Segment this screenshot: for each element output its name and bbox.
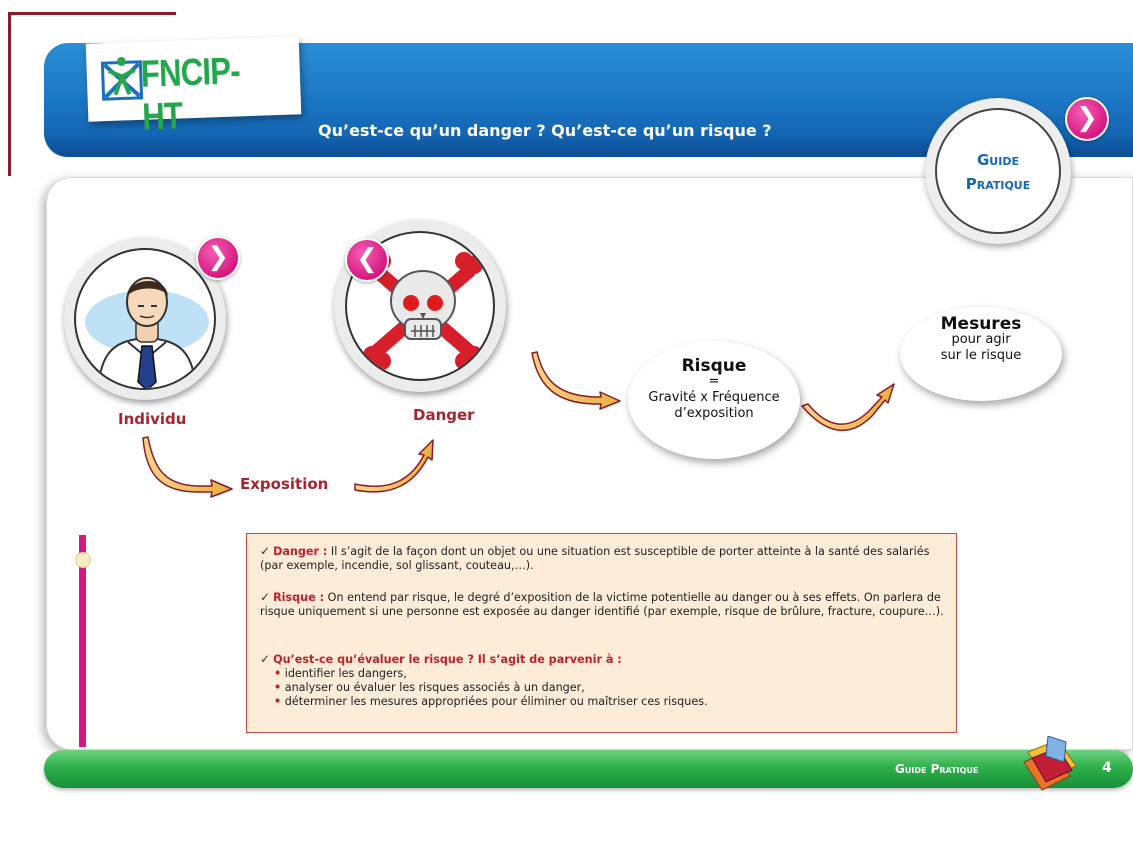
mesures-line-1: pour agir: [951, 332, 1011, 347]
exposition-label: Exposition: [240, 475, 329, 493]
skull-crossbones-icon: [363, 252, 483, 370]
books-icon: [1023, 736, 1077, 791]
risque-line-1: Gravité x Fréquence: [648, 390, 780, 405]
logo: FNCIP-HT: [85, 36, 302, 139]
side-accent-dot: [75, 552, 91, 568]
definition-danger: ✓Danger : Il s’agit de la façon dont un …: [260, 544, 950, 573]
checkmark-icon: ✓: [260, 590, 271, 604]
risque-definition: On entend par risque, le degré d’exposit…: [260, 591, 944, 618]
evaluer-term: Qu’est-ce qu’évaluer le risque ? Il s’ag…: [273, 653, 622, 666]
arrow-risque-mesures: [801, 383, 895, 432]
footer-band: [44, 750, 1133, 788]
side-accent-bar: [79, 535, 86, 747]
person-logo-icon: [100, 57, 144, 101]
risque-title: Risque: [681, 356, 747, 376]
individu-circle: [74, 248, 216, 390]
list-item: • analyser ou évaluer les risques associ…: [274, 681, 585, 694]
businessman-icon: [85, 277, 209, 388]
danger-definition: Il s’agit de la façon dont un objet ou u…: [260, 545, 930, 572]
frame-left-line: [8, 12, 11, 176]
evaluer-bullets: • identifier les dangers, • analyser ou …: [274, 667, 950, 709]
list-item: • identifier les dangers,: [274, 667, 407, 680]
risque-line-2: d’exposition: [674, 406, 754, 421]
danger-label: Danger: [413, 406, 475, 424]
danger-arrow-icon[interactable]: ❮: [345, 238, 389, 282]
checkmark-icon: ✓: [260, 544, 271, 558]
arrow-danger-risque: [531, 351, 621, 410]
list-item: • déterminer les mesures appropriées pou…: [274, 695, 708, 708]
checkmark-icon: ✓: [260, 652, 271, 666]
footer-guide-label: Guide Pratique: [895, 762, 979, 776]
arrow-exposition-danger: [354, 439, 434, 493]
danger-term: Danger :: [273, 545, 328, 558]
mesures-bubble: [900, 307, 1062, 401]
individu-label: Individu: [118, 410, 187, 428]
mesures-line-2: sur le risque: [940, 348, 1022, 363]
definitions-box: [246, 533, 957, 733]
frame-top-line: [8, 12, 176, 15]
risque-equals: =: [708, 374, 720, 389]
page-number: 4: [1102, 760, 1112, 776]
individu-arrow-icon[interactable]: ❯: [196, 236, 240, 280]
page-title: Qu’est-ce qu’un danger ? Qu’est-ce qu’un…: [318, 121, 772, 140]
badge-line-1: Guide: [977, 151, 1019, 169]
risque-term: Risque :: [273, 591, 325, 604]
badge-arrow-icon[interactable]: ❯: [1065, 97, 1109, 141]
badge-line-2: Pratique: [965, 175, 1031, 193]
guide-badge-text: Guide Pratique: [935, 148, 1061, 196]
mesures-text: Mesures pour agir sur le risque: [900, 316, 1062, 364]
definition-risque: ✓Risque : On entend par risque, le degré…: [260, 590, 950, 619]
guide-badge: [935, 108, 1061, 234]
danger-circle: [345, 231, 495, 381]
arrow-individu-exposition: [142, 436, 233, 498]
risque-text: Risque = Gravité x Fréquence d’expositio…: [628, 358, 800, 422]
mesures-title: Mesures: [940, 314, 1022, 334]
definition-evaluer: ✓Qu’est-ce qu’évaluer le risque ? Il s’a…: [260, 652, 950, 667]
risque-bubble: [628, 341, 800, 459]
